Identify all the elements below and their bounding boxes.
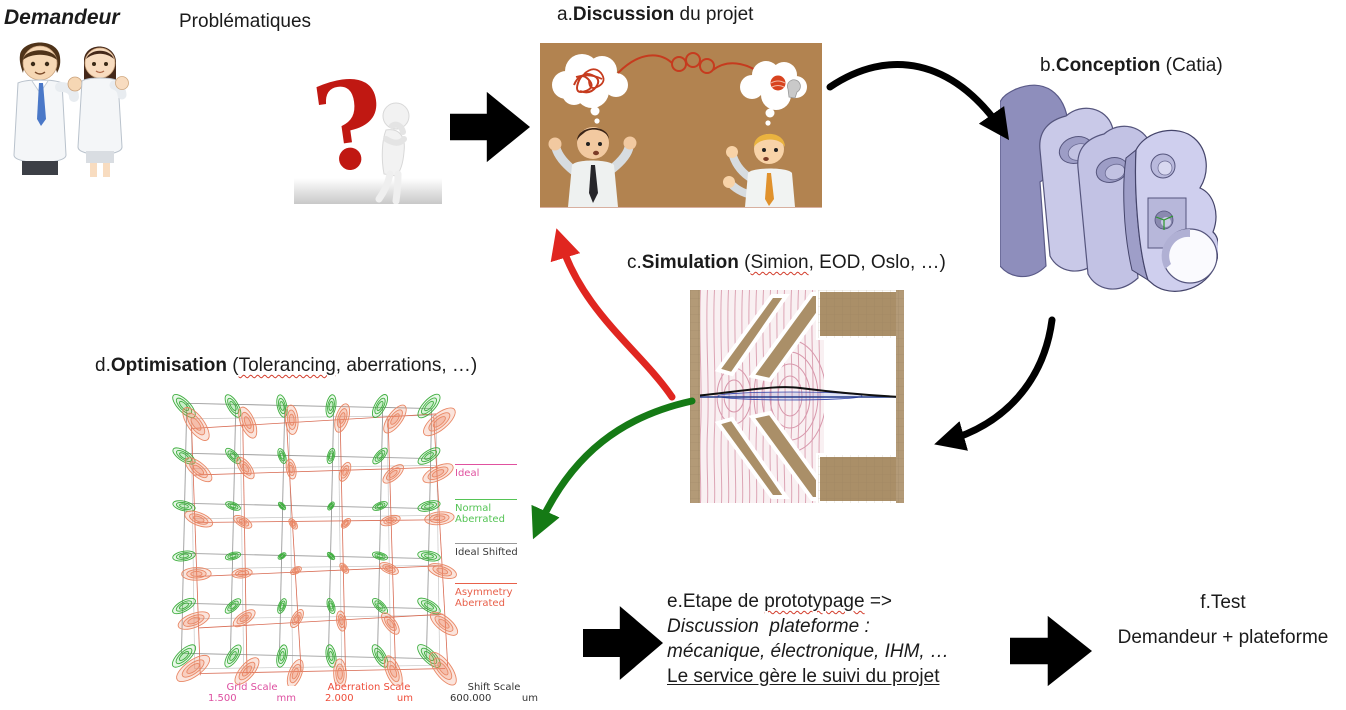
step-b-bold: Conception: [1055, 55, 1161, 76]
two-scientists-icon: [13, 42, 129, 177]
step-b-title: b.Conception (Catia): [1040, 55, 1223, 77]
legend-item-ideal-shifted: Ideal Shifted: [455, 543, 535, 558]
legend-rule: [455, 543, 517, 544]
two-people-talking-icon: [540, 43, 822, 208]
arrow-to-prototype-icon: [583, 606, 663, 680]
legend-rule: [455, 583, 517, 584]
step-c-title: c.Simulation (Simion, EOD, Oslo, …): [627, 252, 946, 273]
arrow-problem-to-discussion-icon: [450, 91, 530, 163]
step-a-suffix: du projet: [674, 4, 754, 25]
simulation-illustration: [690, 290, 904, 503]
step-f-title: f.Test: [1200, 592, 1246, 613]
step-e-line3: mécanique, électronique, IHM, …: [667, 641, 949, 662]
step-d-bold: Optimisation: [110, 355, 227, 376]
step-d-misspelled-word: Tolerancing: [238, 355, 336, 376]
step-c-bold: Simulation: [641, 252, 739, 273]
ion-optics-simulation-icon: [690, 290, 904, 503]
step-b-prefix: b.: [1040, 55, 1056, 76]
legend-rule: [455, 464, 517, 465]
step-f-text-block: f.Test Demandeur + plateforme: [1100, 592, 1346, 649]
scale-name: Grid Scale: [226, 682, 278, 693]
scale-name: Shift Scale: [467, 682, 521, 693]
demandeur-label: Demandeur: [4, 6, 120, 29]
scale-name: Aberration Scale: [327, 682, 411, 693]
step-e-misspelled-word: prototypage: [764, 591, 865, 612]
legend-rule: [455, 499, 517, 500]
arrow-simulation-to-optimisation-green: [531, 397, 696, 540]
legend-item-normal-aberrated: Normal Aberrated: [455, 499, 535, 525]
question-mark-thinker-icon: ?: [294, 52, 442, 204]
problematiques-label: Problématiques: [179, 11, 312, 32]
legend-item-ideal: Ideal: [455, 464, 535, 479]
step-b-suffix: (Catia): [1160, 55, 1223, 76]
legend-label: Ideal Shifted: [455, 547, 518, 558]
legend-label: Normal Aberrated: [455, 503, 505, 525]
step-e-line1: e.Etape de prototypage =>: [667, 591, 893, 612]
conception-illustration: [1000, 70, 1218, 318]
spot-diagram-plot: [171, 393, 459, 686]
step-c-misspelled-word: Simion: [750, 252, 809, 273]
step-a-prefix: a.: [557, 4, 573, 25]
step-e-line4: Le service gère le suivi du projet: [667, 666, 940, 687]
arrow-conception-to-simulation: [934, 316, 1056, 451]
demandeur-illustration: [2, 33, 135, 179]
step-c-prefix: c.: [627, 252, 642, 273]
step-e-line2: Discussion plateforme :: [667, 616, 870, 637]
legend-label: Ideal: [455, 468, 480, 479]
arrow-to-test-icon: [1010, 615, 1092, 687]
arrow-discussion-to-conception: [826, 61, 1010, 141]
step-a-title: a.Discussion du projet: [557, 4, 753, 26]
step-a-bold: Discussion: [572, 4, 675, 25]
legend-label: Asymmetry Aberrated: [455, 587, 513, 609]
step-d-title: d.Optimisation (Tolerancing, aberrations…: [95, 355, 478, 376]
problem-illustration: ?: [294, 52, 442, 204]
step-d-prefix: d.: [95, 355, 111, 376]
legend-item-asymmetry-aberrated: Asymmetry Aberrated: [455, 583, 535, 609]
step-e-text-block: e.Etape de prototypage => Discussion pla…: [667, 589, 949, 689]
cad-model-icon: [1000, 84, 1218, 292]
discussion-illustration: [540, 43, 822, 208]
step-f-subtitle: Demandeur + plateforme: [1117, 627, 1329, 648]
